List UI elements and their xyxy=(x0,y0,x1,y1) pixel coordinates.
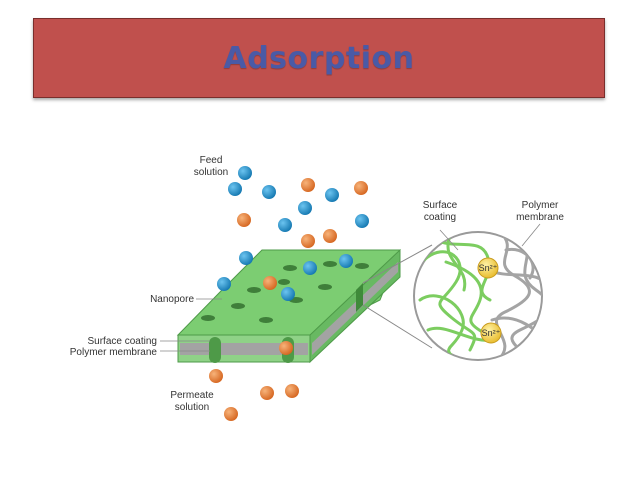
zoom-connector xyxy=(362,244,433,349)
blue-particle xyxy=(262,185,276,199)
permeate-particles xyxy=(209,341,299,421)
orange-particle xyxy=(263,276,277,290)
blue-particle xyxy=(355,214,369,228)
svg-text:Sn²⁺: Sn²⁺ xyxy=(482,328,501,338)
ion-bottom: Sn²⁺ xyxy=(480,322,502,344)
leader-lines xyxy=(160,223,541,352)
blue-particle xyxy=(298,201,312,215)
zoom-polymer-label-2: membrane xyxy=(516,212,564,223)
blue-particle xyxy=(325,188,339,202)
svg-text:Sn²⁺: Sn²⁺ xyxy=(479,263,498,273)
feed-label: Feed xyxy=(200,155,223,166)
blue-particle xyxy=(217,277,231,291)
zoom-surface-label: Surface xyxy=(423,200,458,211)
orange-particle xyxy=(260,386,274,400)
orange-particle xyxy=(285,384,299,398)
orange-particle xyxy=(237,213,251,227)
orange-particle xyxy=(279,341,293,355)
zoom-surface-label-2: coating xyxy=(424,212,456,223)
permeate-label-2: solution xyxy=(175,402,209,413)
feed-particles xyxy=(217,166,369,301)
blue-particle xyxy=(239,251,253,265)
orange-particle xyxy=(209,369,223,383)
feed-label-2: solution xyxy=(194,167,228,178)
blue-particle xyxy=(339,254,353,268)
permeate-label: Permeate xyxy=(170,390,214,401)
polymer-core-side xyxy=(312,262,398,355)
blue-particle xyxy=(303,261,317,275)
surface-coating-label: Surface coating xyxy=(88,336,158,347)
ion-top: Sn²⁺ xyxy=(477,257,499,279)
orange-particle xyxy=(301,234,315,248)
nanopores xyxy=(201,261,369,323)
blue-particle xyxy=(238,166,252,180)
membrane-slab xyxy=(176,248,401,364)
blue-particle xyxy=(228,182,242,196)
front-pore xyxy=(209,337,221,363)
slide-title: Adsorption xyxy=(223,40,415,76)
polymer-membrane-label: Polymer membrane xyxy=(70,347,158,358)
title-banner: Adsorption xyxy=(33,18,605,98)
orange-particle xyxy=(301,178,315,192)
blue-particle xyxy=(278,218,292,232)
side-pore xyxy=(356,283,363,312)
zoom-polymer-label: Polymer xyxy=(522,200,559,211)
orange-particle xyxy=(323,229,337,243)
blue-particle xyxy=(281,287,295,301)
orange-particle xyxy=(354,181,368,195)
nanopore-label: Nanopore xyxy=(150,294,194,305)
zoom-detail: Sn²⁺ Sn²⁺ xyxy=(413,231,543,361)
orange-particle xyxy=(224,407,238,421)
